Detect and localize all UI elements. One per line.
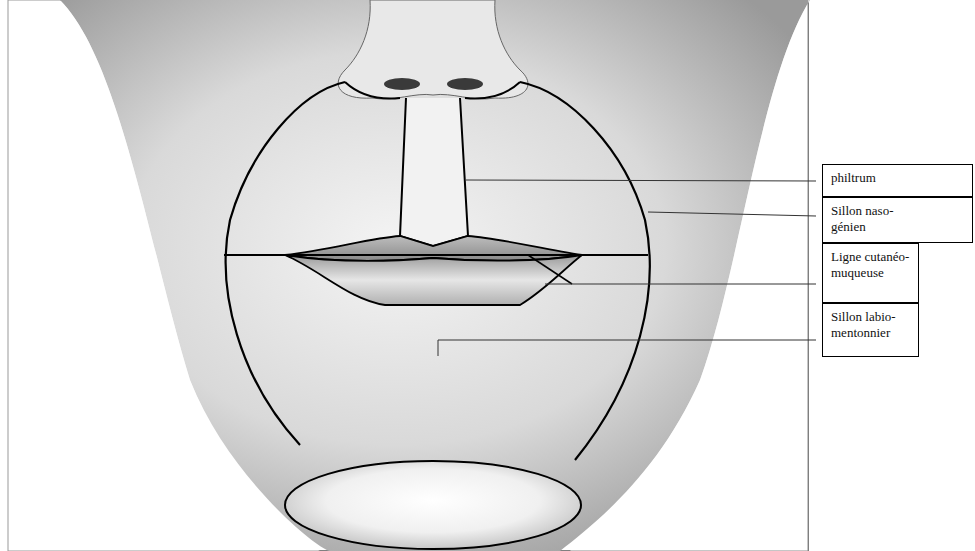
leader-line bbox=[466, 180, 816, 181]
label-text: Sillon labio-mentonnier bbox=[831, 309, 910, 340]
label-box: Sillon labio-mentonnier bbox=[822, 303, 919, 357]
label-text: philtrum bbox=[831, 170, 961, 186]
label-box: philtrum bbox=[822, 164, 973, 197]
nasal-base-line bbox=[345, 82, 520, 98]
commissure-line bbox=[224, 254, 648, 256]
label-box: Ligne cutanéo-muqueuse bbox=[822, 243, 919, 303]
lip-angle-line bbox=[528, 255, 572, 284]
leader-line bbox=[545, 284, 816, 285]
label-text: Ligne cutanéo-muqueuse bbox=[831, 249, 910, 280]
label-text: Sillon naso-génien bbox=[831, 203, 911, 234]
upper-lip bbox=[285, 236, 582, 261]
background-left bbox=[0, 0, 320, 551]
lower-lip bbox=[285, 255, 582, 305]
chin-outline bbox=[285, 461, 581, 549]
leader-line bbox=[438, 340, 816, 356]
nasolabial-contour bbox=[226, 82, 650, 460]
label-box: Sillon naso-génien bbox=[822, 197, 973, 243]
nostril bbox=[447, 78, 483, 90]
philtrum-outline bbox=[400, 98, 468, 246]
nose bbox=[338, 0, 528, 99]
leader-line bbox=[648, 212, 816, 216]
nostril bbox=[384, 78, 420, 90]
background-right bbox=[570, 0, 810, 551]
